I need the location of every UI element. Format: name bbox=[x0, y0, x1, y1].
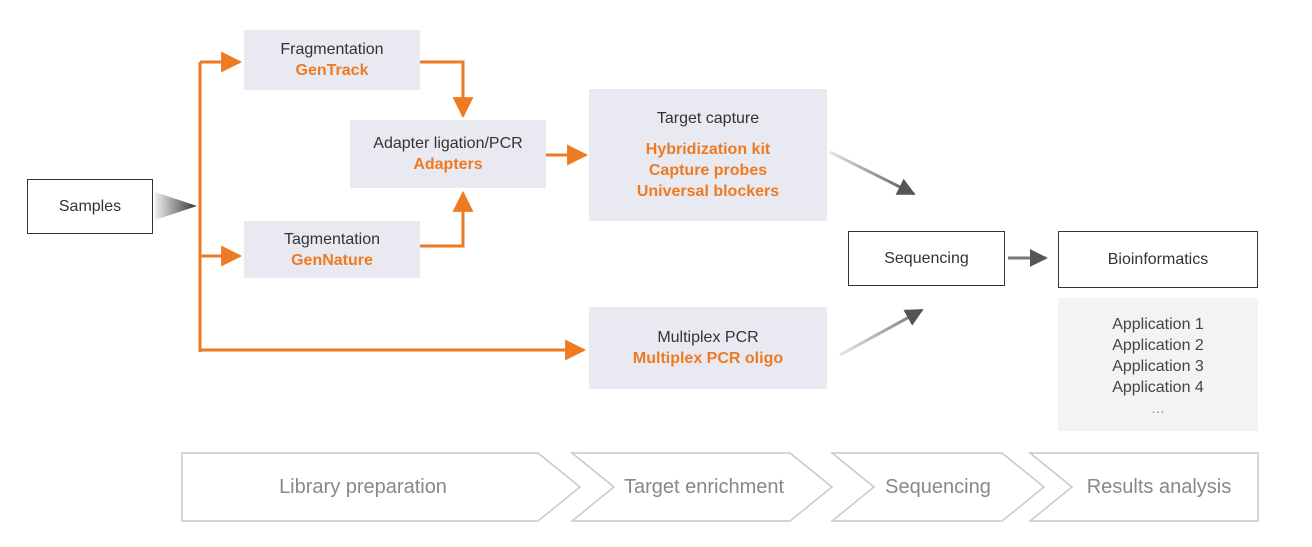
application-item: Application 3 bbox=[1112, 358, 1204, 375]
target-capture-product-3: Universal blockers bbox=[636, 183, 780, 200]
stage-chevrons bbox=[181, 452, 1259, 522]
fragmentation-label: Fragmentation bbox=[280, 41, 384, 58]
stage-chevron-sequencing bbox=[829, 452, 1046, 522]
adapter-ligation-box: Adapter ligation/PCR Adapters bbox=[350, 120, 546, 188]
application-item: Application 2 bbox=[1112, 337, 1204, 354]
target-capture-box: Target capture Hybridization kit Capture… bbox=[589, 89, 827, 221]
tagmentation-product: GenNature bbox=[291, 251, 373, 269]
target-capture-label: Target capture bbox=[656, 110, 760, 127]
stage-results-analysis: Results analysis bbox=[1086, 475, 1232, 498]
multiplex-pcr-label: Multiplex PCR bbox=[657, 329, 759, 346]
stage-chevron-library bbox=[181, 452, 582, 522]
samples-box: Samples bbox=[27, 179, 153, 234]
tagmentation-box: Tagmentation GenNature bbox=[244, 221, 420, 278]
target-capture-product-1: Hybridization kit bbox=[645, 141, 771, 158]
applications-panel: Application 1 Application 2 Application … bbox=[1058, 298, 1258, 431]
samples-label: Samples bbox=[58, 198, 122, 215]
multiplex-pcr-product: Multiplex PCR oligo bbox=[632, 350, 784, 367]
fragmentation-product: GenTrack bbox=[295, 62, 369, 79]
application-item: Application 1 bbox=[1112, 316, 1204, 333]
adapter-ligation-product: Adapters bbox=[413, 156, 483, 173]
multiplex-pcr-box: Multiplex PCR Multiplex PCR oligo bbox=[589, 307, 827, 389]
application-more: … bbox=[1151, 400, 1165, 416]
sequencing-label: Sequencing bbox=[884, 250, 969, 267]
arrow-tag-to-adapter bbox=[420, 190, 474, 248]
application-item: Application 4 bbox=[1112, 379, 1204, 396]
tagmentation-label: Tagmentation bbox=[283, 230, 381, 248]
arrow-multiplex-to-sequencing bbox=[839, 308, 924, 357]
stage-chevron-results bbox=[1027, 452, 1259, 522]
arrow-capture-to-sequencing bbox=[829, 150, 916, 196]
sequencing-box: Sequencing bbox=[848, 231, 1005, 286]
stage-library-preparation: Library preparation bbox=[279, 475, 447, 498]
adapter-ligation-label: Adapter ligation/PCR bbox=[373, 135, 523, 152]
stage-chevron-enrichment bbox=[569, 452, 834, 522]
stage-target-enrichment: Target enrichment bbox=[623, 475, 785, 498]
target-capture-product-2: Capture probes bbox=[648, 162, 768, 179]
bioinformatics-label: Bioinformatics bbox=[1107, 251, 1209, 268]
samples-arrow bbox=[155, 192, 197, 220]
fragmentation-box: Fragmentation GenTrack bbox=[244, 30, 420, 90]
bioinformatics-box: Bioinformatics bbox=[1058, 231, 1258, 288]
arrow-frag-to-adapter bbox=[420, 60, 474, 119]
stage-sequencing: Sequencing bbox=[885, 475, 991, 498]
